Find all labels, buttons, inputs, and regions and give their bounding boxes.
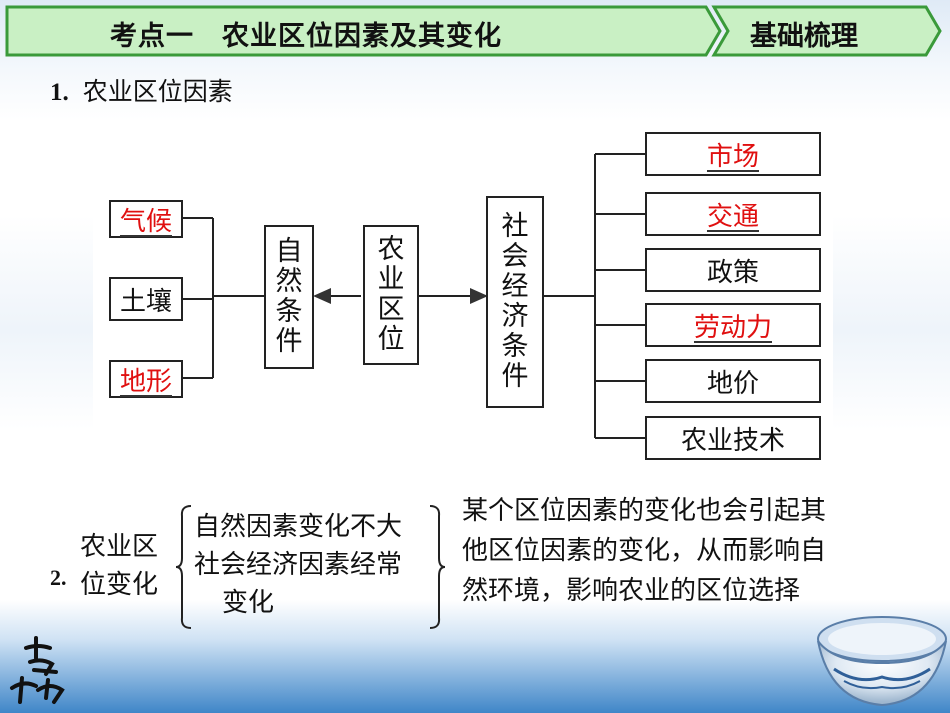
- branch-social: 社会经济因素经常: [194, 546, 402, 584]
- factor-climate-label: 气候: [120, 201, 172, 238]
- social-char: 济: [502, 302, 529, 332]
- factor-soil: 土壤: [109, 277, 183, 321]
- factor-market: 市场: [645, 132, 821, 176]
- social-char: 社: [502, 212, 529, 242]
- natural-char: 然: [276, 267, 303, 297]
- conclusion-line: 然环境，影响农业的区位选择: [462, 571, 826, 611]
- conclusion-line: 某个区位因素的变化也会引起其: [462, 491, 826, 531]
- natural-conditions-box: 自 然 条 件: [264, 225, 314, 369]
- change-branches: 自然因素变化不大 社会经济因素经常 变化: [194, 508, 402, 622]
- section2-label-line: 位变化: [80, 566, 158, 604]
- social-char: 条: [502, 332, 529, 362]
- factor-policy: 政策: [645, 248, 821, 292]
- factor-land-price-label: 地价: [707, 363, 759, 400]
- header-bar: 考点一 农业区位因素及其变化 基础梳理: [4, 4, 944, 58]
- agri-location-box: 农 业 区 位: [363, 225, 419, 365]
- center-char: 业: [378, 265, 405, 295]
- factor-labor: 劳动力: [645, 303, 821, 347]
- calligraphy-logo: [6, 632, 70, 708]
- factor-policy-label: 政策: [707, 252, 759, 289]
- factor-transport-label: 交通: [707, 196, 759, 233]
- factor-soil-label: 土壤: [120, 281, 172, 318]
- factor-land-price: 地价: [645, 359, 821, 403]
- factor-market-label: 市场: [707, 136, 759, 173]
- natural-char: 条: [276, 297, 303, 327]
- left-brace: [176, 504, 194, 630]
- social-char: 经: [502, 272, 529, 302]
- factor-climate: 气候: [109, 200, 183, 238]
- topic-title: 考点一 农业区位因素及其变化: [110, 14, 502, 53]
- section2-label-line: 农业区: [80, 528, 158, 566]
- social-char: 件: [502, 362, 529, 392]
- section1-number: 1.: [50, 79, 69, 106]
- topic-tag: 基础梳理: [750, 14, 858, 53]
- factor-diagram: 气候 土壤 地形 自 然 条 件 农 业 区 位 社 会 经 济 条 件 市场 …: [93, 120, 833, 465]
- center-char: 区: [378, 295, 405, 325]
- center-char: 位: [378, 325, 405, 355]
- social-char: 会: [502, 242, 529, 272]
- right-brace: [428, 504, 446, 630]
- factor-terrain: 地形: [109, 360, 183, 398]
- factor-agri-tech: 农业技术: [645, 416, 821, 460]
- factor-agri-tech-label: 农业技术: [681, 420, 785, 457]
- conclusion-text: 某个区位因素的变化也会引起其 他区位因素的变化，从而影响自 然环境，影响农业的区…: [462, 491, 826, 611]
- section2-label: 农业区 位变化: [80, 528, 158, 604]
- branch-natural: 自然因素变化不大: [194, 508, 402, 546]
- natural-char: 件: [276, 327, 303, 357]
- center-char: 农: [378, 235, 405, 265]
- factor-transport: 交通: [645, 192, 821, 236]
- section1-title: 农业区位因素: [83, 77, 233, 106]
- porcelain-bowl-image: [810, 605, 950, 713]
- factor-terrain-label: 地形: [120, 361, 172, 398]
- factor-labor-label: 劳动力: [694, 307, 772, 344]
- conclusion-line: 他区位因素的变化，从而影响自: [462, 531, 826, 571]
- natural-char: 自: [276, 237, 303, 267]
- section1-heading: 1. 农业区位因素: [50, 72, 233, 108]
- branch-social-cont: 变化: [194, 584, 402, 622]
- socio-economic-box: 社 会 经 济 条 件: [486, 196, 544, 408]
- section2-number: 2.: [50, 565, 67, 591]
